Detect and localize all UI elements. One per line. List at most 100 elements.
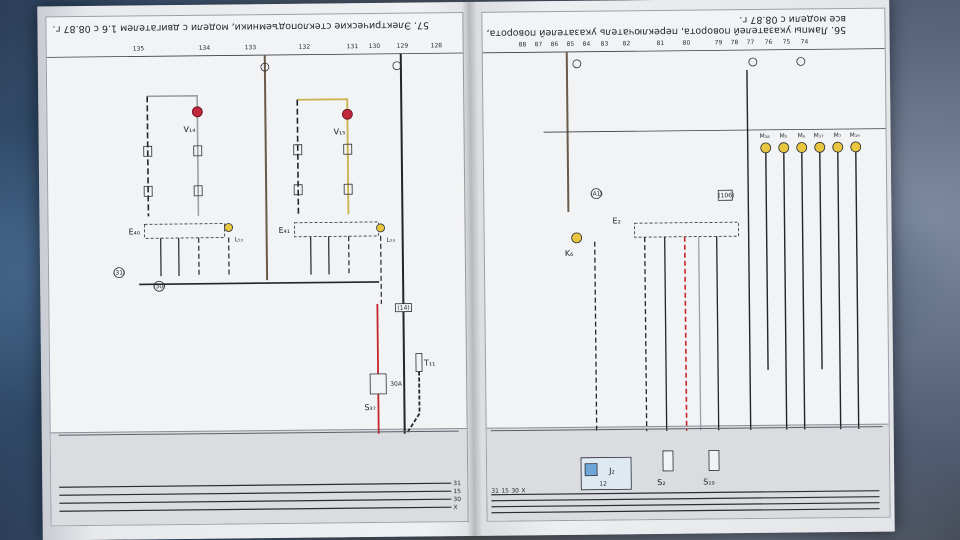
ref-106-label: (106) xyxy=(718,192,734,199)
col-label-131: 131 xyxy=(347,43,359,50)
lamp-m19-label: M₁₉ xyxy=(850,132,861,139)
connector-t11-label: T₁₁ xyxy=(423,358,435,367)
connector-box xyxy=(143,145,153,157)
bus-label-x: X xyxy=(521,487,525,494)
t11-wire xyxy=(405,371,421,435)
left-motor-wire-grey xyxy=(147,94,200,216)
lamp-l53-left-icon xyxy=(224,223,233,232)
fuse-s37-box xyxy=(369,373,387,395)
col-label-75: 75 xyxy=(783,39,791,46)
lamp-wire xyxy=(837,152,842,430)
left-red-wire xyxy=(376,303,380,434)
relay-badge-label: 12 xyxy=(599,481,607,488)
lamp-l53-right-label: L₅₃ xyxy=(387,237,396,244)
left-panel-top-rule xyxy=(58,430,459,436)
lamp-wire xyxy=(855,151,860,429)
ref-circle xyxy=(796,57,806,66)
bus-label-31: 31 xyxy=(491,488,499,495)
right-panel-top-rule xyxy=(490,426,883,432)
ref-106-box xyxy=(717,189,733,201)
switch-wire xyxy=(644,237,648,432)
fuse-s2-label: S₂ xyxy=(657,478,665,487)
lamp-m17-icon xyxy=(814,141,826,153)
lamp-wire xyxy=(783,152,788,430)
bus-label-x: X xyxy=(453,504,457,511)
bus-line-30 xyxy=(491,502,880,508)
left-page: 57. Электрические стеклоподъемники, моде… xyxy=(45,12,469,527)
ref-14-label: (14) xyxy=(397,305,409,312)
lamp-l53-right-icon xyxy=(376,223,385,233)
lamp-wire xyxy=(819,152,823,370)
ref-circle xyxy=(572,59,582,69)
ref-31-label: (31) xyxy=(113,270,125,277)
motor-v15-label: V₁₅ xyxy=(334,127,346,136)
lamp-row-rule xyxy=(543,128,886,133)
bus-line-31 xyxy=(491,490,880,496)
bus-label-15: 15 xyxy=(501,488,509,495)
lamp-m6-icon xyxy=(796,142,808,153)
lamp-m5-label: M₅ xyxy=(780,133,788,140)
motor-v14-label: V₁₄ xyxy=(183,125,195,134)
switch-wire xyxy=(664,236,668,431)
bus-line-x xyxy=(59,506,452,512)
col-label-74: 74 xyxy=(801,38,809,45)
col-label-80: 80 xyxy=(683,40,691,47)
relay-j2-label: J₂ xyxy=(608,466,615,475)
bus-label-30: 30 xyxy=(511,487,519,494)
connector-box xyxy=(343,143,353,155)
lamp-m18-label: M₁₈ xyxy=(760,133,771,140)
col-label-79: 79 xyxy=(715,39,723,46)
col-label-133: 133 xyxy=(245,44,257,51)
col-label-84: 84 xyxy=(583,41,591,48)
col-label-85: 85 xyxy=(567,41,575,48)
fuse-s19-box xyxy=(708,449,720,471)
col-label-82: 82 xyxy=(623,40,631,47)
connector-box xyxy=(193,185,203,197)
fuse-s19-label: S₁₉ xyxy=(703,477,715,486)
lamp-m17-label: M₁₇ xyxy=(814,132,825,139)
ref-circle xyxy=(392,61,402,71)
col-label-134: 134 xyxy=(199,45,211,52)
col-label-83: 83 xyxy=(601,40,609,47)
right-wiring-diagram: 88 87 86 85 84 83 82 81 80 79 78 77 76 7… xyxy=(482,38,886,514)
fuse-s2-box xyxy=(662,450,674,472)
switch-e2-box xyxy=(634,221,740,238)
left-wire-129 xyxy=(399,53,406,434)
col-label-129: 129 xyxy=(397,43,409,50)
fuse-s37-label: S₃₇ xyxy=(364,403,376,412)
left-ground-rail xyxy=(139,281,380,286)
col-label-135: 135 xyxy=(133,45,145,52)
switch-wire-red xyxy=(683,236,688,431)
ref-circle-31 xyxy=(113,267,125,279)
bus-line-15 xyxy=(491,496,880,502)
motor-v14-icon xyxy=(191,106,203,118)
col-label-77: 77 xyxy=(747,39,755,46)
switch-wire xyxy=(716,236,720,431)
bus-line-31 xyxy=(59,482,452,488)
lamp-m18-icon xyxy=(760,142,772,154)
col-label-132: 132 xyxy=(299,44,311,51)
connector-box xyxy=(143,185,153,197)
left-wire-133 xyxy=(263,55,269,281)
switch-wire xyxy=(380,235,382,304)
right-motor-wire-dashed xyxy=(296,99,300,215)
bus-label-30: 30 xyxy=(453,496,461,503)
ref-circle xyxy=(748,57,758,67)
ref-30-label: (30) xyxy=(153,283,165,290)
bus-label-15: 15 xyxy=(453,488,461,495)
col-label-88: 88 xyxy=(519,41,527,48)
warning-lamp-k6-label: K₆ xyxy=(565,249,574,258)
lamp-wire xyxy=(746,70,752,431)
col-label-81: 81 xyxy=(657,40,665,47)
lamp-m19-icon xyxy=(850,141,862,153)
bus-line-x xyxy=(491,508,880,514)
connector-t11-box xyxy=(415,353,423,372)
ref-a1-label: (A1) xyxy=(590,191,603,198)
col-label-78: 78 xyxy=(731,39,739,46)
col-label-130: 130 xyxy=(369,43,381,50)
right-page: 56. Лампы указателей поворота, переключа… xyxy=(481,7,891,522)
switch-e40-label: E₄₀ xyxy=(129,227,141,236)
bus-label-31: 31 xyxy=(453,480,461,487)
ref-a1-circle xyxy=(590,188,602,200)
open-manual-book: 57. Электрические стеклоподъемники, моде… xyxy=(37,0,895,540)
